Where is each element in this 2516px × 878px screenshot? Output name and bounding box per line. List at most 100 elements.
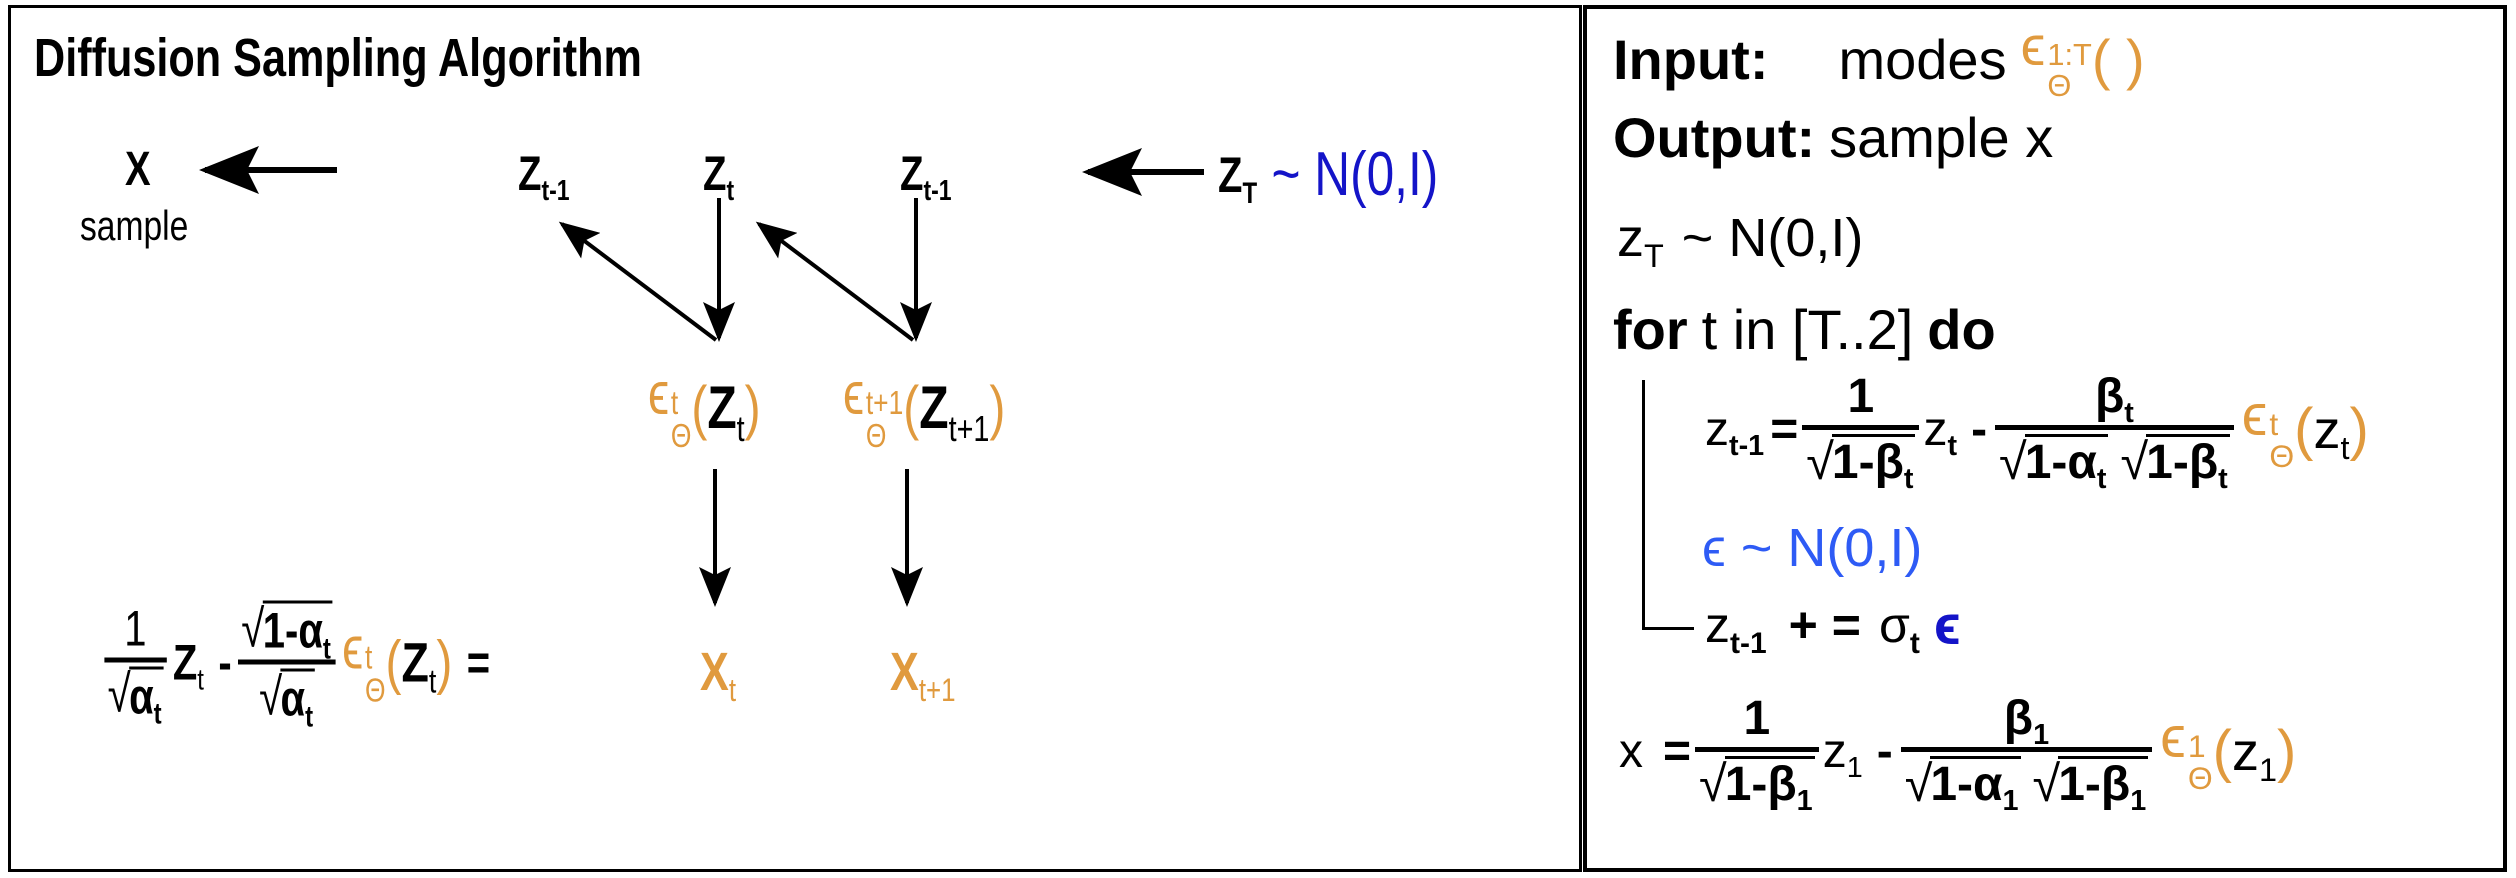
numerator: 1	[1847, 370, 1875, 423]
fraction-bar	[1995, 425, 2234, 430]
close-paren: )	[436, 628, 453, 695]
arg-symbol: z	[2313, 400, 2341, 460]
z-subscript: 1	[1846, 752, 1863, 785]
output-label: Output:	[1613, 106, 1816, 169]
radicand: 1-β	[1724, 758, 1797, 811]
subscript: t	[322, 632, 331, 665]
plus-equals-operator: + =	[1788, 597, 1861, 653]
input-label: Input:	[1613, 28, 1769, 91]
loop-bracket-horizontal	[1642, 627, 1694, 630]
loop-bracket-vertical	[1642, 380, 1645, 629]
subscript: 1	[2033, 719, 2050, 752]
output-value: sample x	[1829, 106, 2054, 169]
radicand: 1-β	[2146, 436, 2219, 489]
sample-symbol: X	[125, 143, 151, 196]
fraction-bar	[104, 657, 167, 662]
prior-symbol: Z	[1218, 147, 1243, 203]
latent-symbol: Z	[518, 148, 542, 201]
close-paren: )	[2277, 719, 2297, 784]
arg-subscript: 1	[2258, 752, 2277, 789]
radicand: 1-α	[2024, 436, 2097, 489]
epsilon-superscript: t+1	[865, 384, 904, 421]
epsilon-symbol: ϵ	[648, 360, 670, 427]
loop-line: for t in [T..2] do	[1613, 302, 1996, 358]
epsilon-symbol: ϵ	[2160, 705, 2186, 771]
arg-symbol: Z	[707, 374, 737, 441]
numerator: β	[2003, 692, 2034, 745]
epsilon-subscript: Θ	[364, 671, 386, 708]
arrow-model-t-to-prev-latent	[558, 221, 718, 342]
open-paren: (	[691, 374, 708, 441]
z-subscript: t	[197, 663, 204, 697]
input-args: ( )	[2091, 28, 2145, 91]
epsilon-superscript: t	[2269, 406, 2279, 443]
open-paren: (	[385, 628, 402, 695]
sqrt-icon: √	[1699, 754, 1727, 812]
subscript: t	[2218, 463, 2228, 496]
prior-distribution: ~ N(0,I)	[1271, 140, 1439, 209]
sqrt-icon: √	[107, 664, 131, 724]
arg-symbol: z	[2231, 722, 2259, 782]
epsilon-superscript: 1:T	[2047, 37, 2092, 73]
radicand: α	[129, 668, 154, 724]
latent-subscript: t-1	[923, 175, 952, 208]
minus-sign: -	[1971, 403, 1988, 456]
subscript: t	[1903, 463, 1914, 496]
epsilon-symbol: ϵ	[342, 614, 364, 681]
subscript: 1	[2130, 785, 2147, 818]
numerator: 1	[124, 600, 147, 656]
input-value: modes	[1838, 28, 2007, 91]
fraction-bar	[238, 659, 336, 665]
fraction-bar	[1695, 747, 1819, 752]
output-subscript: t+1	[918, 672, 956, 709]
sample-label-text: sample	[80, 202, 189, 249]
z-symbol: z	[1822, 725, 1847, 778]
sigma-subscript: t	[1909, 626, 1920, 660]
z-symbol: z	[1617, 208, 1644, 268]
latent-subscript: t-1	[541, 175, 570, 208]
subscript: t	[305, 700, 314, 733]
arg-subscript: t	[736, 407, 745, 449]
title-text: Diffusion Sampling Algorithm	[34, 28, 642, 88]
sqrt-icon: √	[259, 667, 283, 726]
output-subscript: t	[728, 672, 737, 709]
epsilon-superscript: 1	[2187, 728, 2206, 765]
output-symbol: X	[700, 642, 729, 702]
fraction-bar	[1802, 425, 1920, 430]
arg-subscript: t	[428, 663, 437, 701]
equals-sign: =	[1663, 725, 1692, 778]
sample-label: sample	[80, 205, 188, 247]
z-subscript: t	[1947, 430, 1958, 463]
epsilon-subscript: Θ	[670, 417, 692, 454]
latent-symbol: Z	[900, 148, 924, 201]
radicand: 1-α	[1930, 758, 2003, 811]
epsilon-subscript: Θ	[2047, 68, 2072, 103]
z-symbol: z	[1923, 403, 1948, 456]
z-symbol: z	[1705, 403, 1729, 456]
radicand: α	[280, 670, 306, 727]
epsilon-symbol: ϵ	[2020, 14, 2046, 78]
subscript: t	[2124, 397, 2134, 430]
subscript: 1	[1796, 785, 1813, 818]
open-paren: (	[903, 374, 920, 441]
latent-symbol: Z	[703, 148, 727, 201]
arrow-model-t1-to-latent-t	[755, 221, 915, 342]
do-keyword: do	[1927, 298, 1996, 361]
sqrt-icon: √	[241, 599, 265, 658]
epsilon-subscript: Θ	[865, 417, 887, 454]
sqrt-icon: √	[1904, 754, 1933, 812]
noise-sample-line: ϵ ~ N(0,I)	[1702, 521, 1922, 575]
